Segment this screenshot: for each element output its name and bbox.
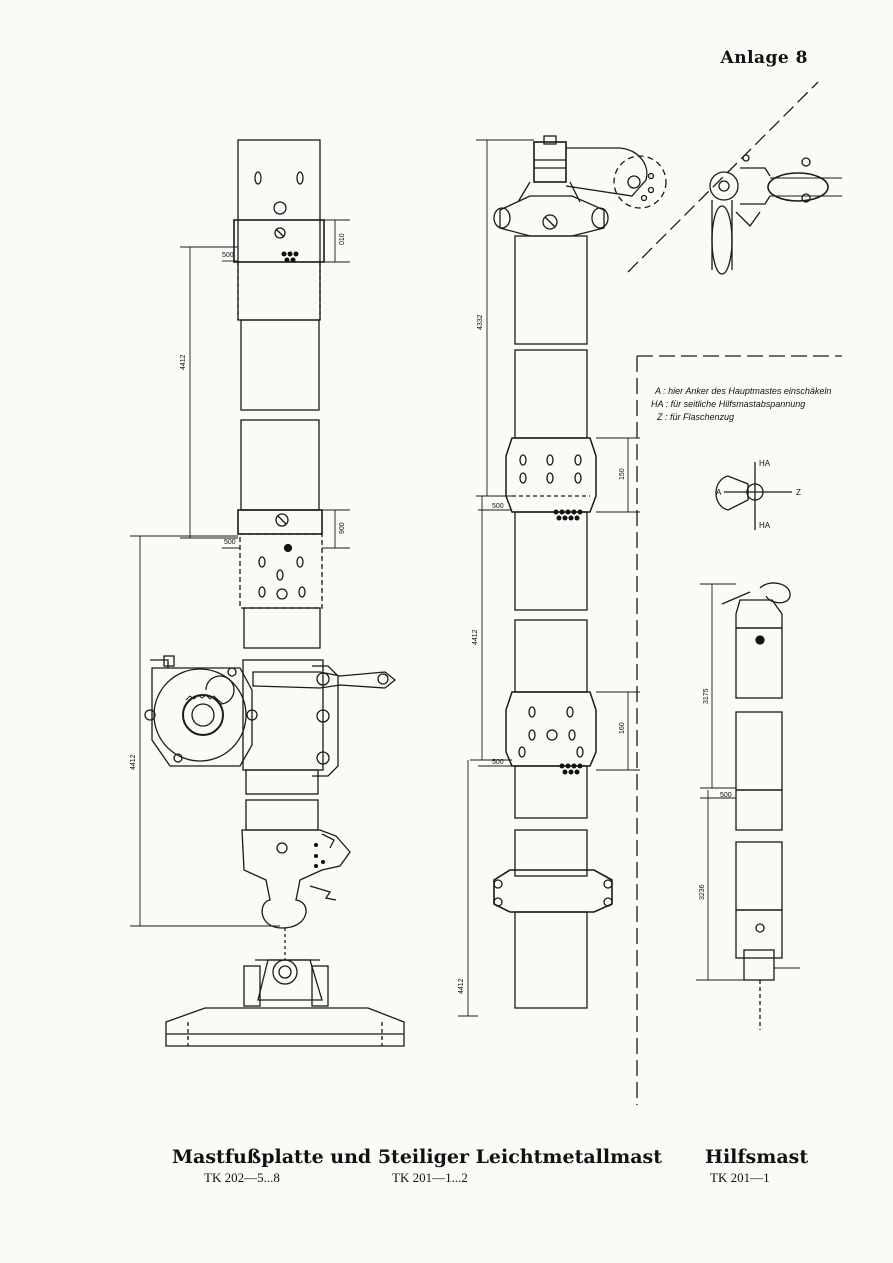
main-caption-code-left: TK 202—5...8: [204, 1170, 280, 1185]
dim-mid-span-3: 4412: [458, 978, 465, 994]
legend-line-ha: HA : für seitliche Hilfsmastabspannung: [651, 399, 806, 409]
hilfsmast-panel: [636, 355, 842, 1105]
dim-left-span: 4412: [180, 354, 187, 370]
dim-mid-sleeve-2: 160: [619, 722, 626, 734]
main-caption-code-right: TK 201—1...2: [392, 1170, 468, 1185]
middle-mast: [493, 135, 667, 1009]
dim-left-overlap-mid: 500: [224, 539, 236, 546]
key-label-ha-bottom: HA: [759, 521, 771, 530]
dim-mid-sleeve-1: 150: [619, 468, 626, 480]
key-label-z: Z: [796, 488, 801, 497]
middle-dimensions: [458, 139, 640, 1017]
aux-caption-title: Hilfsmast: [705, 1146, 809, 1168]
dim-aux-span-1: 3175: [703, 688, 710, 704]
main-caption-title: Mastfußplatte und 5teiliger Leichtmetall…: [172, 1146, 663, 1168]
dim-left-overlap-top: 500: [222, 252, 234, 259]
annex-label: Anlage 8: [720, 48, 808, 68]
key-label-a: A: [716, 488, 722, 497]
left-dimensions: [130, 219, 350, 927]
legend-line-z: Z : für Flaschenzug: [657, 412, 735, 422]
dim-mid-top-span: 4332: [477, 314, 484, 330]
right-dimensions: [696, 583, 800, 981]
dim-mid-overlap-1: 500: [492, 503, 504, 510]
pulley-detail: [627, 81, 842, 275]
dim-left-sleeve-top: 010: [339, 233, 346, 245]
key-label-ha-top: HA: [759, 459, 771, 468]
dim-aux-span-2: 3236: [699, 884, 706, 900]
dim-left-lower-span: 4412: [130, 754, 137, 770]
dim-mid-span-2: 4412: [472, 629, 479, 645]
dim-aux-overlap: 500: [720, 792, 732, 799]
left-mast: [144, 139, 405, 1047]
legend-line-a: A : hier Anker des Hauptmastes einschäke…: [655, 386, 832, 396]
aux-caption-code: TK 201—1: [710, 1170, 770, 1185]
dim-left-sleeve-mid: 900: [339, 522, 346, 534]
dim-mid-overlap-2: 500: [492, 759, 504, 766]
